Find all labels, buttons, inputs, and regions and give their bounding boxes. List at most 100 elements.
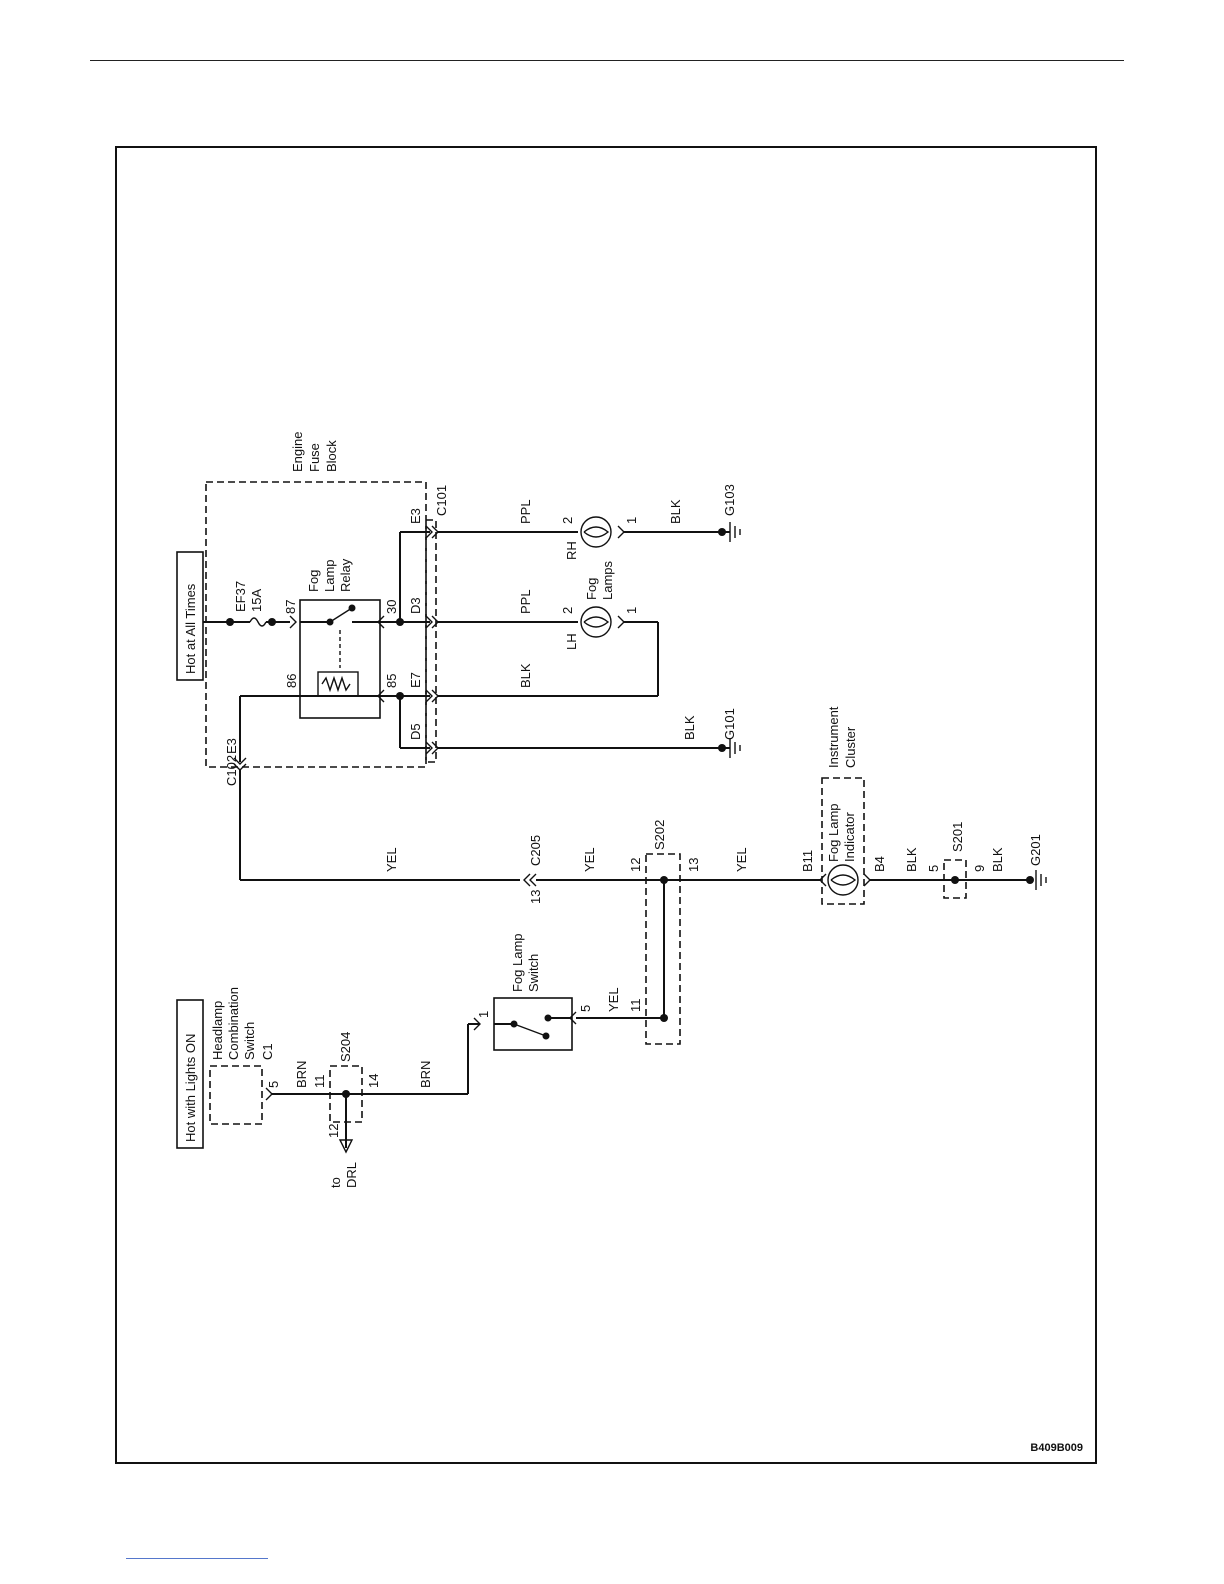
wire-color-ppl-rh: PPL <box>518 499 533 524</box>
svg-text:Indicator: Indicator <box>842 811 857 862</box>
pin-87: 87 <box>283 600 298 614</box>
conn-e7: E7 <box>408 672 423 688</box>
hot-at-all-times-label: Hot at All Times <box>183 583 198 674</box>
rh-fog-lamp <box>580 516 612 548</box>
pin-85: 85 <box>384 674 399 688</box>
conn-b11: B11 <box>800 850 815 872</box>
svg-text:Fog Lamp: Fog Lamp <box>826 803 841 862</box>
ground-g201: G201 <box>1028 834 1043 866</box>
svg-text:Switch: Switch <box>242 1022 257 1060</box>
splice-s202 <box>645 853 681 1045</box>
fog-lamp-switch-label: Fog Lamp Switch <box>510 933 541 992</box>
s204-pin-14: 14 <box>366 1074 381 1088</box>
fog-lamp-indicator <box>827 864 859 896</box>
ground-g101-icon <box>729 738 741 758</box>
s202-pin-11: 11 <box>628 999 643 1013</box>
conn-d5: D5 <box>408 723 423 740</box>
svg-text:to: to <box>328 1177 343 1188</box>
fuse-node <box>268 618 276 626</box>
figure-code: B409B009 <box>1030 1442 1083 1454</box>
fuse-symbol <box>249 617 267 627</box>
wire-color-blk-g101: BLK <box>682 715 697 740</box>
rh-pin-2: 2 <box>560 517 575 524</box>
relay-label: Fog Lamp Relay <box>306 558 353 592</box>
s204-label: S204 <box>338 1032 353 1062</box>
s202-pin-12: 12 <box>628 858 643 872</box>
s201-label: S201 <box>950 822 965 852</box>
svg-text:Fog: Fog <box>584 578 599 600</box>
s202-label: S202 <box>652 820 667 850</box>
headlamp-switch-label: Headlamp Combination Switch <box>210 987 257 1060</box>
conn-e3-bottom: E3 <box>224 738 239 754</box>
hot-with-lights-on-label: Hot with Lights ON <box>183 1034 198 1142</box>
svg-text:Relay: Relay <box>338 558 353 592</box>
fog-lamps-label: Fog Lamps <box>584 560 615 600</box>
relay-contact-arm <box>329 607 353 623</box>
wire-color-yel-c102: YEL <box>384 847 399 872</box>
fs-pin-5: 5 <box>578 1005 593 1012</box>
relay-30-terminal <box>377 615 385 629</box>
header-rule <box>90 60 1124 61</box>
fog-lamp-indicator-label: Fog Lamp Indicator <box>826 803 857 862</box>
drl-arrow-icon <box>338 1139 354 1154</box>
diagram-frame: B409B009 <box>115 146 1097 1464</box>
hot-at-all-times-box <box>176 551 204 681</box>
svg-text:Combination: Combination <box>226 987 241 1060</box>
footer-link-rule <box>126 1558 268 1559</box>
pin-86: 86 <box>284 674 299 688</box>
lh-pin-2: 2 <box>560 607 575 614</box>
connector-c205 <box>523 873 537 887</box>
svg-text:Fog Lamp: Fog Lamp <box>510 933 525 992</box>
wire-color-blk-85: BLK <box>518 663 533 688</box>
splice-s201 <box>943 859 967 899</box>
wire-color-brn-c1: BRN <box>294 1061 309 1088</box>
ground-g201-icon <box>1035 870 1047 890</box>
svg-text:Block: Block <box>324 440 339 472</box>
instrument-cluster <box>821 777 865 905</box>
fog-switch-contact <box>513 1023 547 1037</box>
relay-coil-resistor <box>321 675 351 693</box>
wire-color-blk-rh: BLK <box>668 499 683 524</box>
c102-label: C102 <box>224 755 239 786</box>
conn-d3: D3 <box>408 597 423 614</box>
relay-87-terminal <box>289 615 297 629</box>
rh-label: RH <box>564 541 579 560</box>
hot-with-lights-on-box <box>176 999 204 1149</box>
s204-pin-11: 11 <box>312 1075 327 1089</box>
s204-pin-12: 12 <box>326 1124 341 1138</box>
relay-85-terminal <box>377 689 385 703</box>
s202-pin-13: 13 <box>686 858 701 872</box>
conn-e3-top: E3 <box>408 508 423 524</box>
svg-text:Engine: Engine <box>290 432 305 472</box>
wire-color-ppl-lh: PPL <box>518 589 533 614</box>
wire-color-yel-s202: YEL <box>734 847 749 872</box>
connector-c101 <box>425 519 437 763</box>
headlamp-combination-switch <box>209 1065 263 1125</box>
ground-g101: G101 <box>722 708 737 740</box>
instrument-cluster-label: Instrument Cluster <box>826 706 858 768</box>
s201-pin-9: 9 <box>972 865 987 872</box>
ground-g103: G103 <box>722 484 737 516</box>
svg-text:EF37: EF37 <box>233 581 248 612</box>
lh-label: LH <box>564 633 579 650</box>
svg-text:15A: 15A <box>249 589 264 612</box>
c101-label: C101 <box>434 485 449 516</box>
wire-color-blk-g201: BLK <box>990 847 1005 872</box>
wire-color-brn-s204: BRN <box>418 1061 433 1088</box>
to-drl-label: to DRL <box>328 1162 359 1188</box>
engine-fuse-block <box>205 481 427 768</box>
lh-fog-lamp <box>580 606 612 638</box>
hs-pin-5: 5 <box>266 1081 281 1088</box>
svg-text:Lamps: Lamps <box>600 560 615 600</box>
svg-text:Cluster: Cluster <box>843 726 858 768</box>
wire-color-yel-c205: YEL <box>582 847 597 872</box>
ground-g103-icon <box>729 522 741 542</box>
conn-b4: B4 <box>872 856 887 872</box>
fuse-label: EF37 15A <box>233 581 264 612</box>
conn-c1: C1 <box>260 1043 275 1060</box>
svg-text:DRL: DRL <box>344 1162 359 1188</box>
rh-pin-1: 1 <box>624 517 639 524</box>
svg-text:Lamp: Lamp <box>322 559 337 592</box>
wire-color-yel-fs: YEL <box>606 987 621 1012</box>
